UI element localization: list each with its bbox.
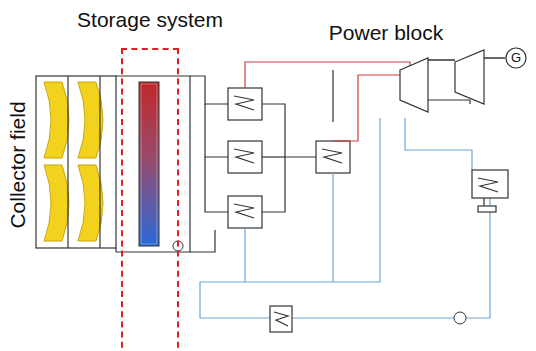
generator-letter: G xyxy=(511,51,521,66)
condenser xyxy=(472,170,508,212)
collector-troughs xyxy=(44,82,103,241)
preheater xyxy=(270,306,292,332)
collector-pipes xyxy=(36,76,190,252)
htf-pipes xyxy=(190,70,333,252)
storage-tank xyxy=(139,82,159,246)
pump-symbol xyxy=(454,312,466,324)
feedwater-lines xyxy=(200,118,490,318)
region-heading: Storage system xyxy=(77,8,223,32)
generator-symbol xyxy=(506,48,526,68)
heat-exchangers xyxy=(228,88,350,228)
section-label: Power block xyxy=(329,21,443,45)
steam-lines xyxy=(245,62,410,141)
section-label: Collector field xyxy=(6,101,30,228)
turbines xyxy=(400,50,505,112)
storage-region: Storage system xyxy=(121,48,179,351)
